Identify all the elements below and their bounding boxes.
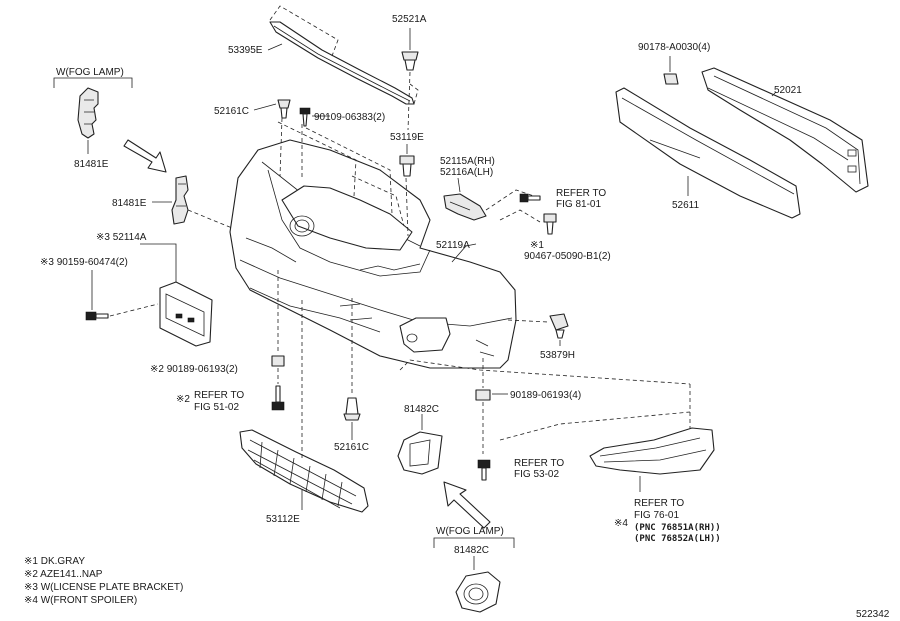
label-90189-2: ※2 90189-06193(2)	[150, 364, 238, 375]
label-81482c-top: 81482C	[404, 404, 439, 415]
label-refer-51-mark: ※2	[176, 394, 190, 405]
label-53879h: 53879H	[540, 350, 575, 361]
label-52115a: 52115A(RH)	[440, 156, 495, 167]
label-refer-51-a: REFER TO	[194, 390, 244, 401]
label-refer-53-b: FIG 53-02	[514, 469, 559, 480]
label-52119a: 52119A	[436, 240, 470, 251]
label-53112e: 53112E	[266, 514, 300, 525]
label-90467: 90467-05090-B1(2)	[524, 251, 611, 262]
label-pnc-lh: (PNC 76852A(LH))	[634, 534, 721, 544]
label-90159: ※3 90159-60474(2)	[40, 257, 128, 268]
legend-item-2: ※2 AZE141..NAP	[24, 569, 103, 580]
side-support-bracket[interactable]	[443, 193, 487, 221]
lower-grille[interactable]	[239, 429, 369, 513]
diagram-id: 522342	[856, 609, 890, 620]
label-81482c-bottom: 81482C	[454, 545, 489, 556]
label-52116a: 52116A(LH)	[440, 167, 493, 178]
label-refer-51-b: FIG 51-02	[194, 402, 239, 413]
clip-52161c-bottom[interactable]	[343, 397, 361, 421]
bumper-reinforcement[interactable]	[701, 67, 869, 193]
screw-refer-81-01[interactable]	[519, 193, 541, 203]
screw-90159[interactable]	[85, 311, 109, 321]
screw-90109[interactable]	[299, 107, 311, 127]
clip-90467[interactable]	[543, 213, 557, 235]
nut-90178[interactable]	[663, 73, 679, 85]
fog-lamp-bracket-upper[interactable]	[77, 87, 99, 139]
label-53119e: 53119E	[390, 132, 424, 143]
label-refer-76-b: FIG 76-01	[634, 510, 679, 521]
label-52114a: ※3 52114A	[96, 232, 147, 243]
label-52521a: 52521A	[392, 14, 427, 25]
label-52161c-top: 52161C	[214, 106, 249, 117]
label-refer-81-b: FIG 81-01	[556, 199, 601, 210]
label-pnc-rh: (PNC 76851A(RH))	[634, 523, 721, 533]
fog-lamp-cover-lower[interactable]	[455, 571, 501, 613]
screw-90189-left[interactable]	[271, 355, 285, 367]
label-90178: 90178-A0030(4)	[638, 42, 710, 53]
direction-arrow-upper	[123, 139, 167, 173]
label-fog-lamp-top: W(FOG LAMP)	[56, 67, 124, 78]
fog-lamp-bracket-lower[interactable]	[171, 175, 189, 225]
footnote-legend: ※1 DK.GRAY ※2 AZE141..NAP ※3 W(LICENSE P…	[24, 556, 183, 606]
label-53395e: 53395E	[228, 45, 263, 56]
label-90189-4: 90189-06193(4)	[510, 390, 581, 401]
label-fog-lamp-bottom: W(FOG LAMP)	[436, 526, 504, 537]
label-refer-76-a: REFER TO	[634, 498, 684, 509]
label-90109: 90109-06383(2)	[314, 112, 385, 123]
clip-52521a[interactable]	[401, 28, 419, 71]
energy-absorber[interactable]	[615, 87, 801, 219]
direction-arrow-lower	[443, 481, 491, 529]
clip-53879h[interactable]	[549, 313, 569, 339]
label-refer-76-mark: ※4	[614, 518, 628, 529]
fog-lamp-cover-upper[interactable]	[397, 431, 443, 475]
clip-52161c-top[interactable]	[277, 99, 291, 119]
license-plate-bracket[interactable]	[159, 281, 213, 347]
screw-refer-51-02[interactable]	[271, 385, 285, 411]
legend-item-1: ※1 DK.GRAY	[24, 556, 85, 567]
bumper-retainer-strip[interactable]	[269, 21, 415, 105]
label-refer-53-a: REFER TO	[514, 458, 564, 469]
label-52161c-bottom: 52161C	[334, 442, 369, 453]
screw-90189-right[interactable]	[475, 389, 491, 401]
screw-refer-53-02[interactable]	[477, 459, 491, 481]
label-90467-mark: ※1	[530, 240, 544, 251]
bracket-53119e[interactable]	[399, 155, 415, 177]
label-refer-81-a: REFER TO	[556, 188, 606, 199]
legend-item-4: ※4 W(FRONT SPOILER)	[24, 595, 137, 606]
front-spoiler[interactable]	[589, 427, 715, 475]
label-52611: 52611	[672, 200, 700, 211]
label-81481e-mid: 81481E	[112, 198, 147, 209]
label-52021: 52021	[774, 85, 802, 96]
legend-item-3: ※3 W(LICENSE PLATE BRACKET)	[24, 582, 183, 593]
front-bumper-cover[interactable]	[229, 139, 517, 369]
label-81481e-top: 81481E	[74, 159, 109, 170]
